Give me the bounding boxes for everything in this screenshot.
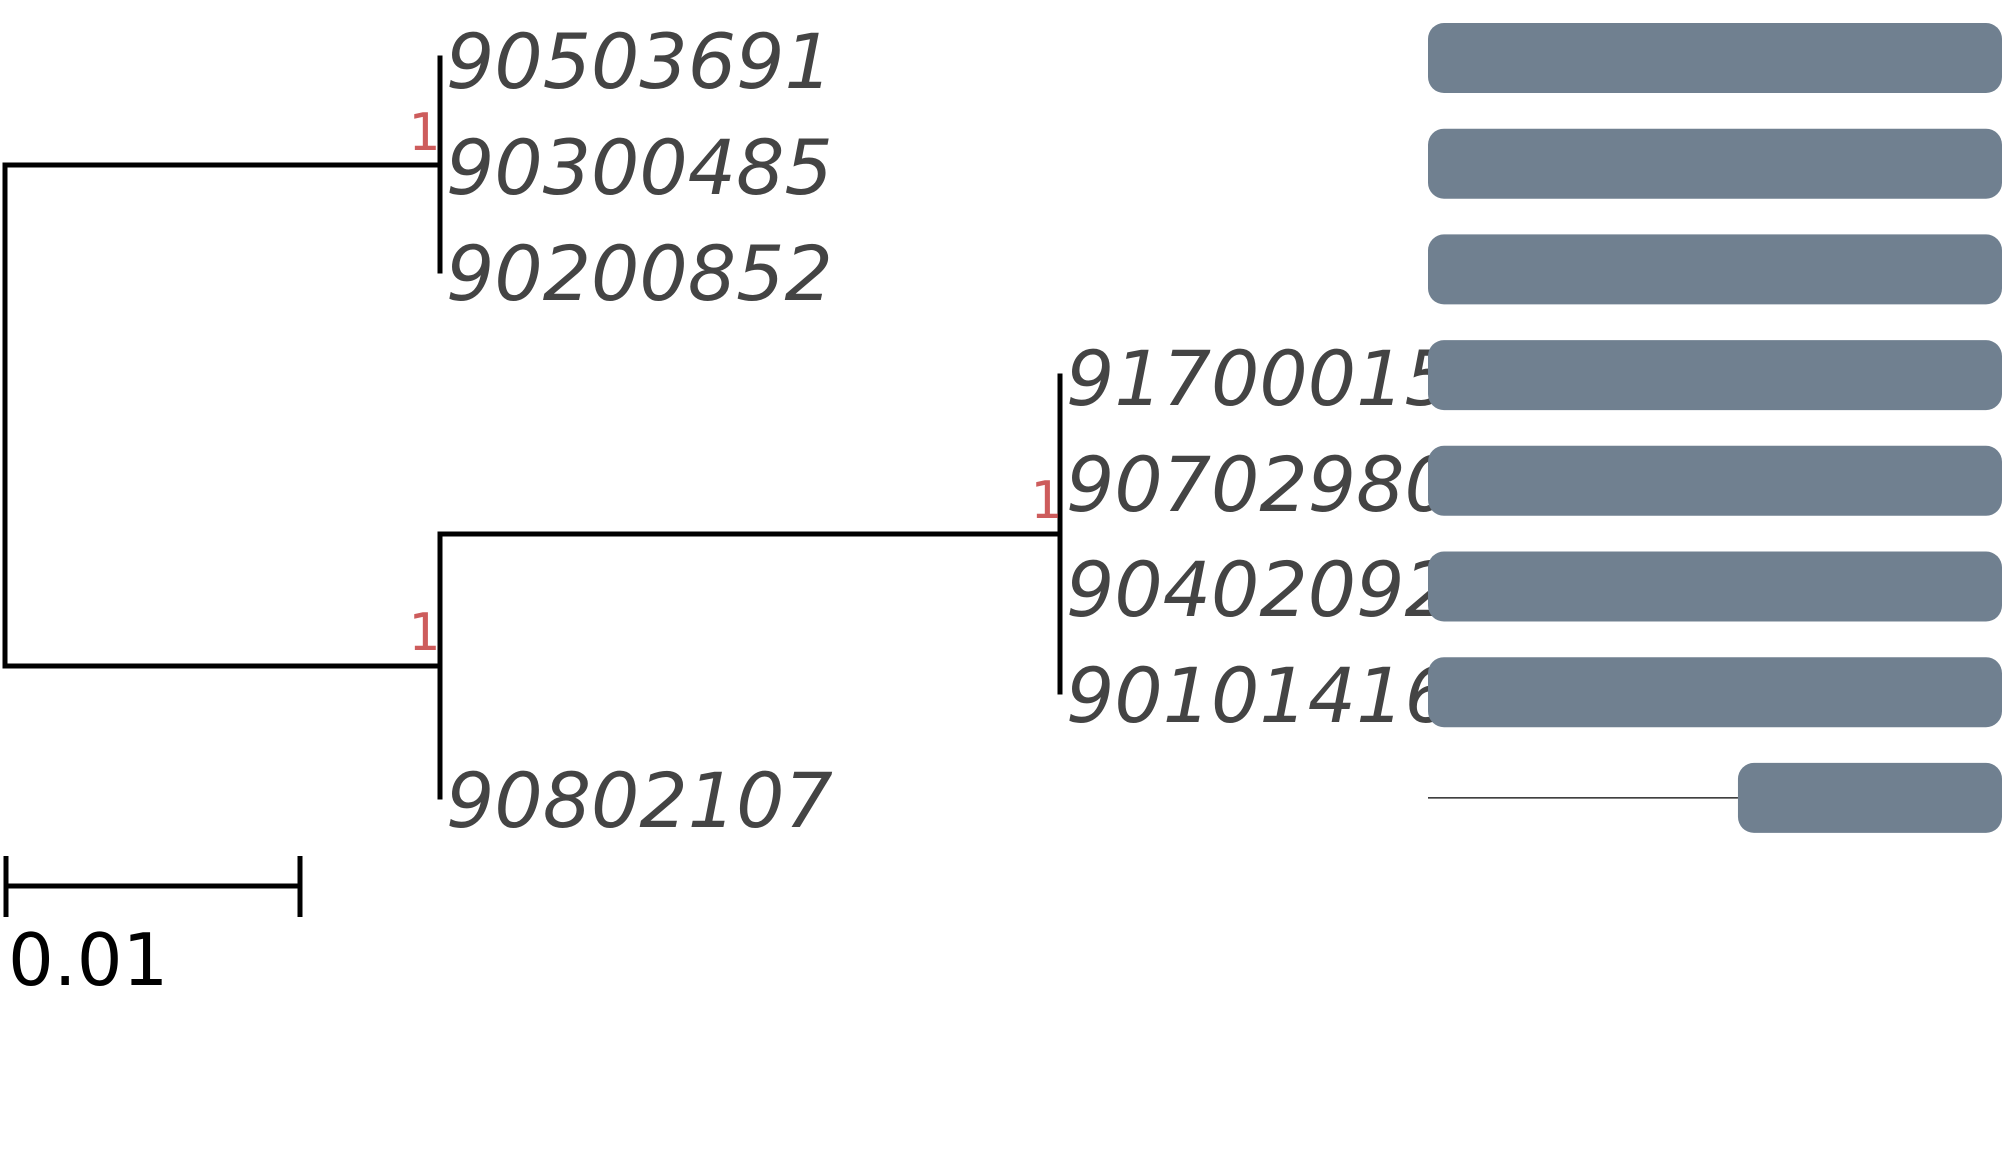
leaf-label: 90702980 (1066, 440, 1453, 529)
leaf-label: 90101416 (1066, 651, 1453, 740)
feature-bar (1428, 340, 2002, 411)
feature-bar (1428, 551, 2002, 622)
support-value-clade-b1: 1 (1030, 471, 1061, 531)
leaf-label: 90200852 (446, 229, 833, 318)
support-value-clade-a: 1 (408, 103, 439, 163)
feature-bar (1428, 445, 2002, 516)
tree-branches (2, 55, 1063, 800)
feature-bar (1428, 657, 2002, 728)
feature-bar (1737, 762, 2002, 833)
scale-bar-label: 0.01 (8, 918, 168, 1002)
leaf-label: 91700015 (1066, 334, 1453, 423)
support-value-clade-b: 1 (408, 603, 439, 663)
leaf-labels: 90503691 90300485 90200852 91700015 9070… (446, 17, 1453, 845)
leaf-label: 90503691 (446, 17, 833, 106)
support-values: 1 1 1 (408, 103, 1061, 663)
leaf-label: 90300485 (446, 123, 833, 212)
leaf-label: 90802107 (446, 756, 833, 845)
feature-bar (1428, 234, 2002, 305)
scale-bar: 0.01 (3, 856, 303, 1002)
feature-bar (1428, 128, 2002, 199)
leaf-label: 90402092 (1066, 545, 1453, 634)
feature-bar (1428, 23, 2002, 93)
feature-bars (1428, 23, 2002, 833)
